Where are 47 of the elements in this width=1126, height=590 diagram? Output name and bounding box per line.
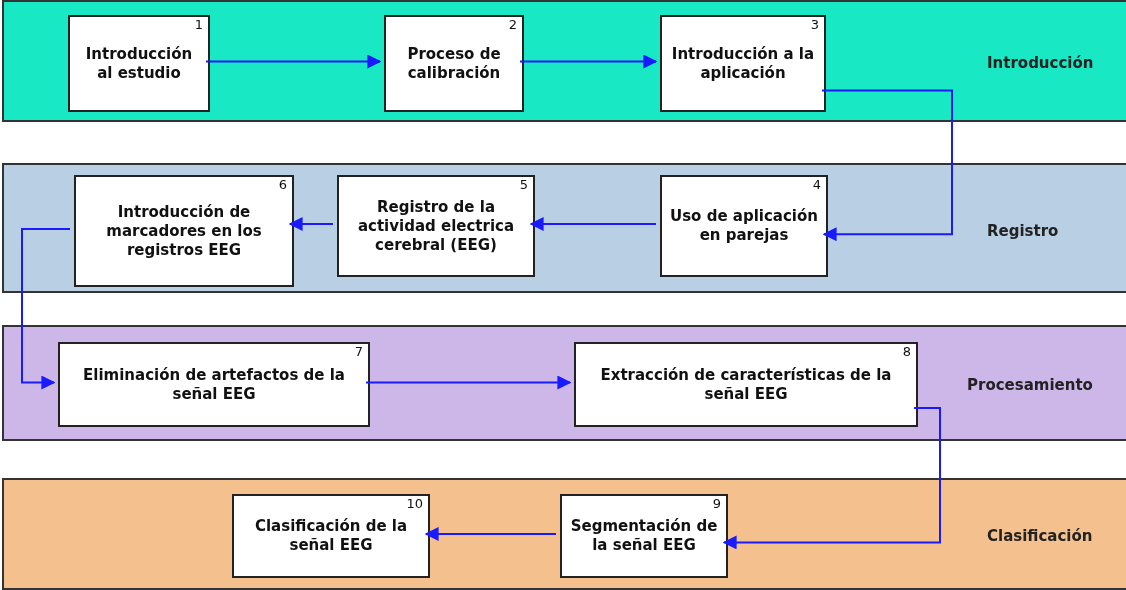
band-label: Clasificación (987, 525, 1093, 547)
step-label: Clasificación de la señal EEG (253, 517, 409, 555)
step-number: 8 (902, 345, 911, 359)
process-box (574, 342, 918, 427)
process-box (384, 15, 524, 112)
process-box (660, 175, 828, 277)
phase-band (2, 163, 1126, 293)
step-number: 6 (278, 178, 287, 192)
arrow (205, 54, 382, 69)
step-number: 3 (810, 18, 819, 32)
phase-band (2, 0, 1126, 122)
process-box (58, 342, 370, 427)
process-box (232, 494, 430, 578)
process-box (560, 494, 728, 578)
step-number: 10 (406, 497, 423, 511)
phase-band (2, 478, 1126, 590)
step-number: 9 (712, 497, 721, 511)
band-label: Procesamiento (967, 375, 1093, 396)
phase-band (2, 325, 1126, 441)
step-label: Extracción de características de la señal EEG (599, 365, 893, 404)
arrow (424, 527, 557, 541)
process-box (68, 15, 210, 112)
arrow (519, 54, 658, 69)
step-label: Registro de la actividad electrica cerebral (EEG) (356, 197, 516, 255)
step-label: Introducción a la aplicación (670, 44, 816, 83)
process-box (337, 175, 535, 277)
step-label: Proceso de calibración (406, 44, 502, 83)
step-number: 2 (508, 18, 517, 32)
step-number: 1 (194, 18, 203, 32)
arrow (21, 228, 71, 390)
arrow (288, 217, 334, 231)
arrow (365, 375, 572, 390)
step-label: Segmentación de la señal EEG (570, 517, 718, 555)
arrow (821, 89, 953, 242)
process-box (74, 175, 294, 287)
step-label: Introducción de marcadores en los registros EEG (105, 202, 263, 260)
step-number: 4 (812, 178, 821, 192)
step-number: 7 (354, 345, 363, 359)
step-label: Eliminación de artefactos de la señal EEG (82, 365, 346, 404)
band-label: Introducción (987, 53, 1094, 75)
arrow (722, 407, 941, 550)
process-box (660, 15, 826, 112)
step-label: Introducción al estudio (84, 44, 194, 83)
step-number: 5 (519, 178, 528, 192)
step-label: Uso de aplicación en parejas (670, 207, 818, 245)
arrow (529, 217, 657, 231)
band-label: Registro (987, 220, 1059, 242)
